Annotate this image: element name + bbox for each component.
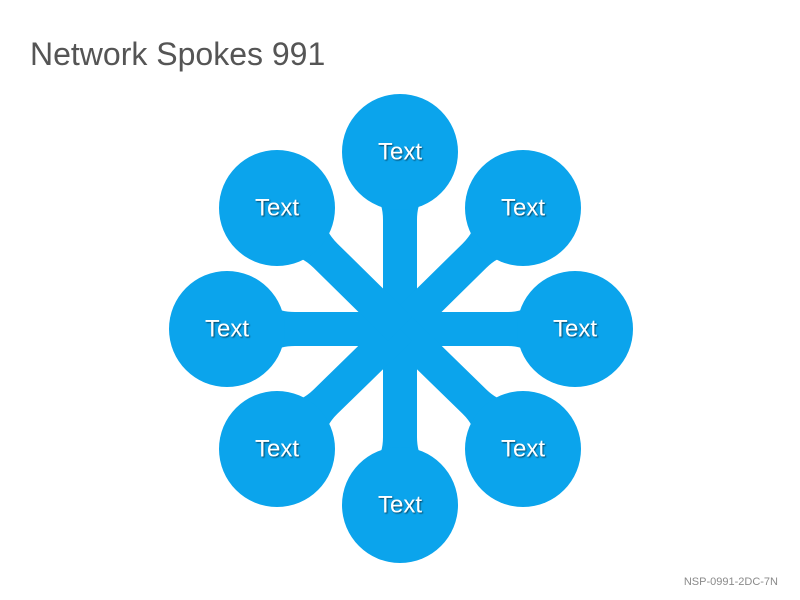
node-label: Text <box>501 435 545 462</box>
node-label: Text <box>255 194 299 221</box>
spoke-node[interactable] <box>342 94 458 210</box>
page-title: Network Spokes 991 <box>30 36 326 72</box>
spokes-group <box>169 94 633 563</box>
spoke-stem <box>400 285 544 373</box>
spoke-stem <box>356 329 444 474</box>
spoke-node[interactable] <box>517 271 633 387</box>
node-label: Text <box>255 435 299 462</box>
node-label: Text <box>553 315 597 342</box>
spoke-node[interactable] <box>169 271 285 387</box>
spoke-stem <box>258 285 400 373</box>
footer-code: NSP-0991-2DC-7N <box>683 576 778 588</box>
spoke-node[interactable] <box>219 391 335 507</box>
spoke-stem <box>356 183 444 329</box>
node-label: Text <box>501 194 545 221</box>
spoke-node[interactable] <box>465 391 581 507</box>
spoke-node[interactable] <box>465 150 581 266</box>
spoke-node[interactable] <box>342 447 458 563</box>
node-label: Text <box>378 491 422 518</box>
node-label: Text <box>378 138 422 165</box>
node-label: Text <box>205 315 249 342</box>
spoke-node[interactable] <box>219 150 335 266</box>
